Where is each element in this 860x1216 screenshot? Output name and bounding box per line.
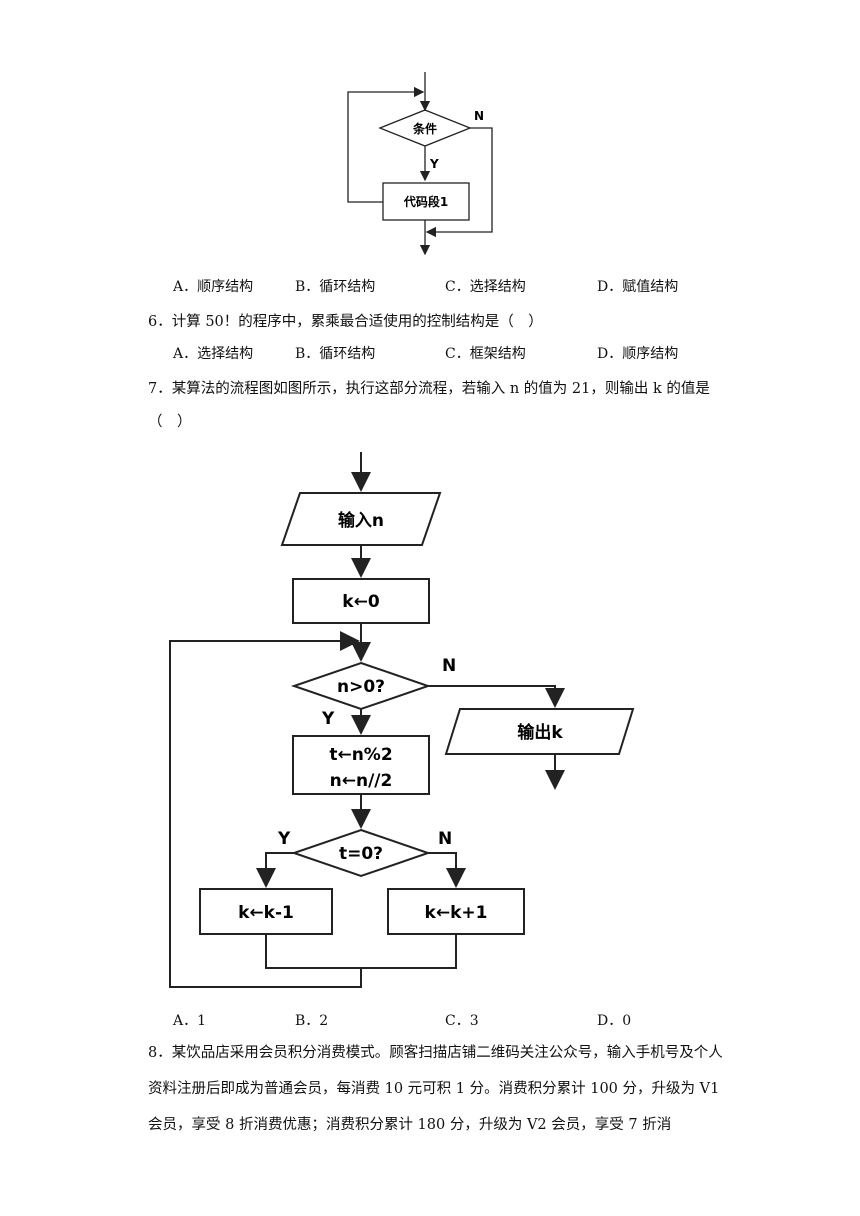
- output-parallelogram: [444, 708, 635, 755]
- condition1-no-label: N: [442, 656, 456, 676]
- left-box-label: k←k-1: [238, 903, 294, 923]
- condition2-yes-label: Y: [277, 829, 291, 849]
- code-block-label: 代码段1: [403, 194, 448, 209]
- q8-text: 8．某饮品店采用会员积分消费模式。顾客扫描店铺二维码关注公众号，输入手机号及个人…: [148, 1045, 723, 1133]
- q5-option-a: A．顺序结构: [173, 279, 254, 295]
- q6-option-b: B．循环结构: [295, 346, 376, 362]
- q6-option-c: C．框架结构: [445, 346, 526, 362]
- no-label: N: [474, 109, 484, 123]
- condition2-label: t=0?: [339, 844, 383, 864]
- input-label: 输入n: [338, 510, 384, 531]
- q7-option-d: D．0: [597, 1013, 632, 1029]
- q7-stem-line2: （ ）: [148, 414, 192, 430]
- condition-label: 条件: [412, 121, 437, 136]
- input-parallelogram: [280, 492, 442, 546]
- loop-structure-flowchart: 条件 Y N 代码段1: [347, 72, 493, 256]
- yes-label: Y: [429, 157, 439, 171]
- step-line1: t←n%2: [329, 745, 392, 765]
- q7-option-a: A．1: [173, 1013, 207, 1029]
- q7-stem-line1: 7．某算法的流程图如图所示，执行这部分流程，若输入 n 的值为 21，则输出 k…: [148, 381, 710, 397]
- q5-option-b: B．循环结构: [295, 279, 376, 295]
- q5-option-d: D．赋值结构: [597, 279, 679, 295]
- condition1-label: n>0?: [337, 677, 385, 697]
- algorithm-flowchart: 输入n k←0 n>0? Y N 输出k t←n%2 n←n//2 t=0? Y…: [169, 452, 635, 988]
- q6-option-d: D．顺序结构: [597, 346, 679, 362]
- q7-option-c: C．3: [445, 1013, 479, 1029]
- q6-option-a: A．选择结构: [173, 346, 254, 362]
- step-line2: n←n//2: [330, 771, 393, 791]
- condition2-no-label: N: [438, 829, 452, 849]
- q7-option-b: B．2: [295, 1013, 329, 1029]
- condition2-diamond: [290, 828, 432, 878]
- init-label: k←0: [342, 592, 380, 612]
- q6-stem: 6．计算 50！的程序中，累乘最合适使用的控制结构是（ ）: [148, 314, 543, 330]
- right-box-label: k←k+1: [425, 903, 488, 923]
- condition1-yes-label: Y: [321, 709, 335, 729]
- output-label: 输出k: [517, 722, 563, 743]
- q5-option-c: C．选择结构: [445, 279, 526, 295]
